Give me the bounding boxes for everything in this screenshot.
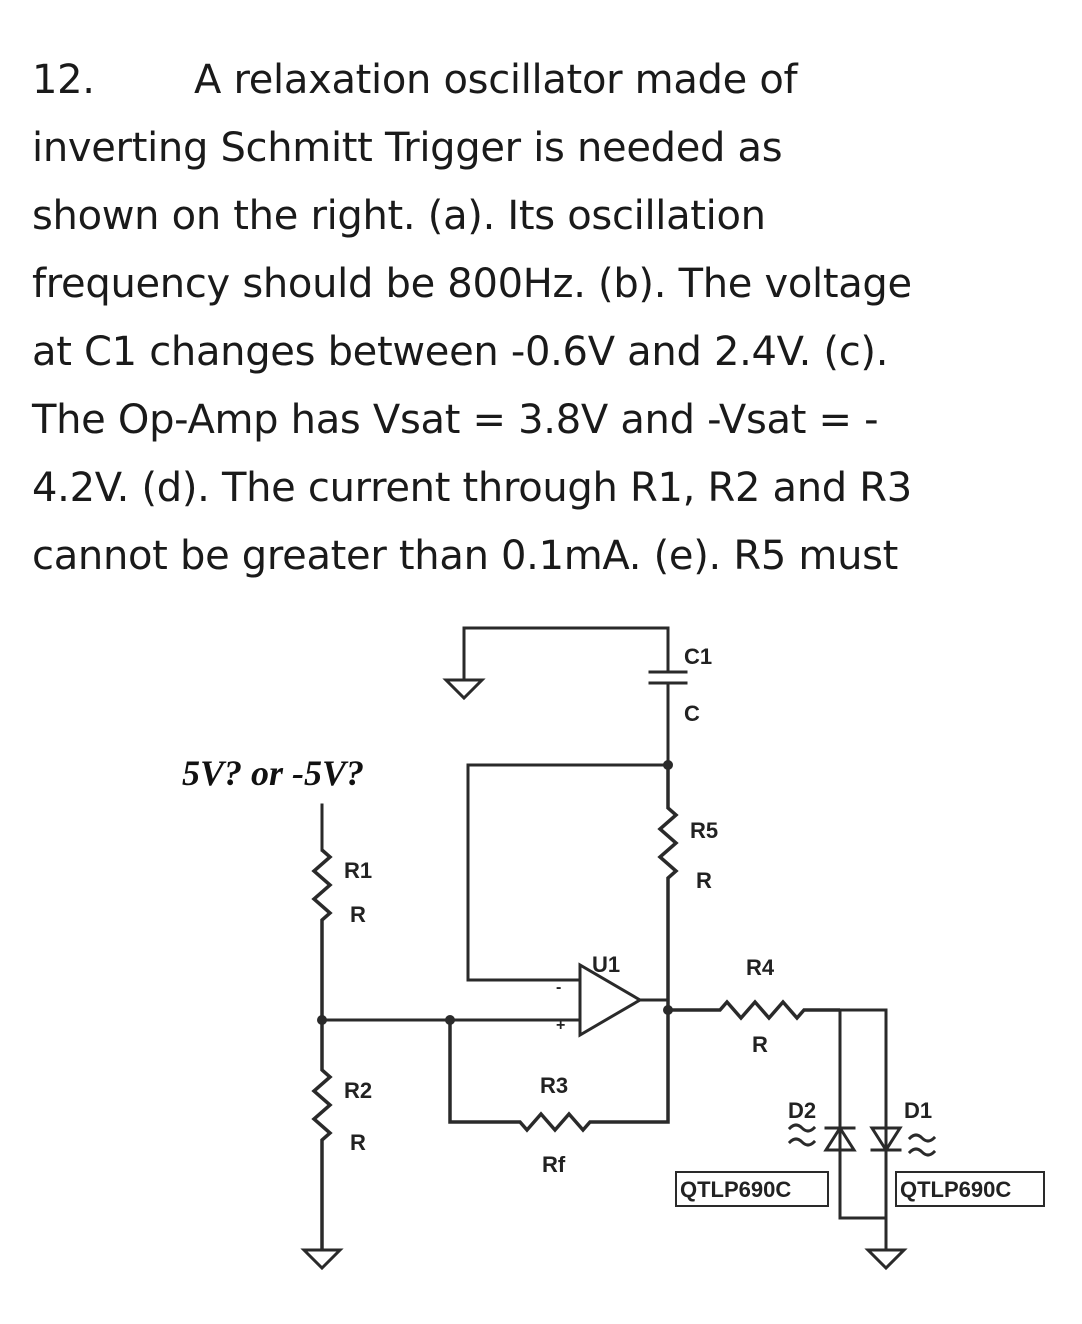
d2-part-box xyxy=(675,1171,829,1207)
c1-label: C1 xyxy=(684,644,712,669)
problem-line-4: frequency should be 800Hz. (b). The volt… xyxy=(32,261,912,307)
d1-part-box xyxy=(895,1171,1045,1207)
d1-label: D1 xyxy=(904,1098,932,1123)
ground-icon-r2 xyxy=(300,1248,344,1271)
r5-value: R xyxy=(696,868,712,893)
u1-plus-sign: + xyxy=(556,1017,565,1034)
r4-label: R4 xyxy=(746,955,775,980)
problem-line-8: cannot be greater than 0.1mA. (e). R5 mu… xyxy=(32,533,899,579)
resistor-r4 xyxy=(668,999,840,1021)
ground-icon-top xyxy=(442,678,486,701)
capacitor-c1 xyxy=(648,655,688,767)
problem-line-5: at C1 changes between -0.6V and 2.4V. (c… xyxy=(32,329,889,375)
resistor-r5 xyxy=(657,765,679,1010)
problem-number: 12. xyxy=(32,57,95,103)
problem-line-6: The Op-Amp has Vsat = 3.8V and -Vsat = - xyxy=(32,397,879,443)
resistor-r3 xyxy=(448,1010,670,1133)
d2-label: D2 xyxy=(788,1098,816,1123)
resistor-r1 xyxy=(311,848,333,1020)
problem-line-2: inverting Schmitt Trigger is needed as xyxy=(32,125,783,171)
wire-c1-to-minus xyxy=(466,763,670,982)
ground-icon-leds xyxy=(864,1248,908,1271)
d2-part: QTLP690C xyxy=(680,1177,791,1202)
problem-line-1: 12.A relaxation oscillator made of xyxy=(32,46,1052,114)
r2-value: R xyxy=(350,1130,366,1155)
r2-label: R2 xyxy=(344,1078,372,1103)
problem-text: 12.A relaxation oscillator made of inver… xyxy=(32,46,1052,590)
led-d2 xyxy=(787,1123,857,1152)
d1-part: QTLP690C xyxy=(900,1177,1011,1202)
supply-label: 5V? or -5V? xyxy=(182,753,364,793)
problem-line-3: shown on the right. (a). Its oscillation xyxy=(32,193,766,239)
top-ground-wire xyxy=(462,626,670,682)
r3-value: Rf xyxy=(542,1152,566,1177)
r1-label: R1 xyxy=(344,858,372,883)
r4-value: R xyxy=(752,1032,768,1057)
r1-value: R xyxy=(350,902,366,927)
opamp-u1 xyxy=(578,962,670,1038)
r5-label: R5 xyxy=(690,818,718,843)
r3-label: R3 xyxy=(540,1073,568,1098)
resistor-r2 xyxy=(311,1020,333,1250)
u1-label: U1 xyxy=(592,952,620,977)
c1-value: C xyxy=(684,701,700,726)
led-d1 xyxy=(869,1126,937,1157)
problem-line-7: 4.2V. (d). The current through R1, R2 an… xyxy=(32,465,912,511)
u1-minus-sign: - xyxy=(556,979,561,996)
oscillator-schematic: C1 C R5 R 5V? or -5V? R1 R R2 R U1 - + R… xyxy=(182,626,1045,1271)
